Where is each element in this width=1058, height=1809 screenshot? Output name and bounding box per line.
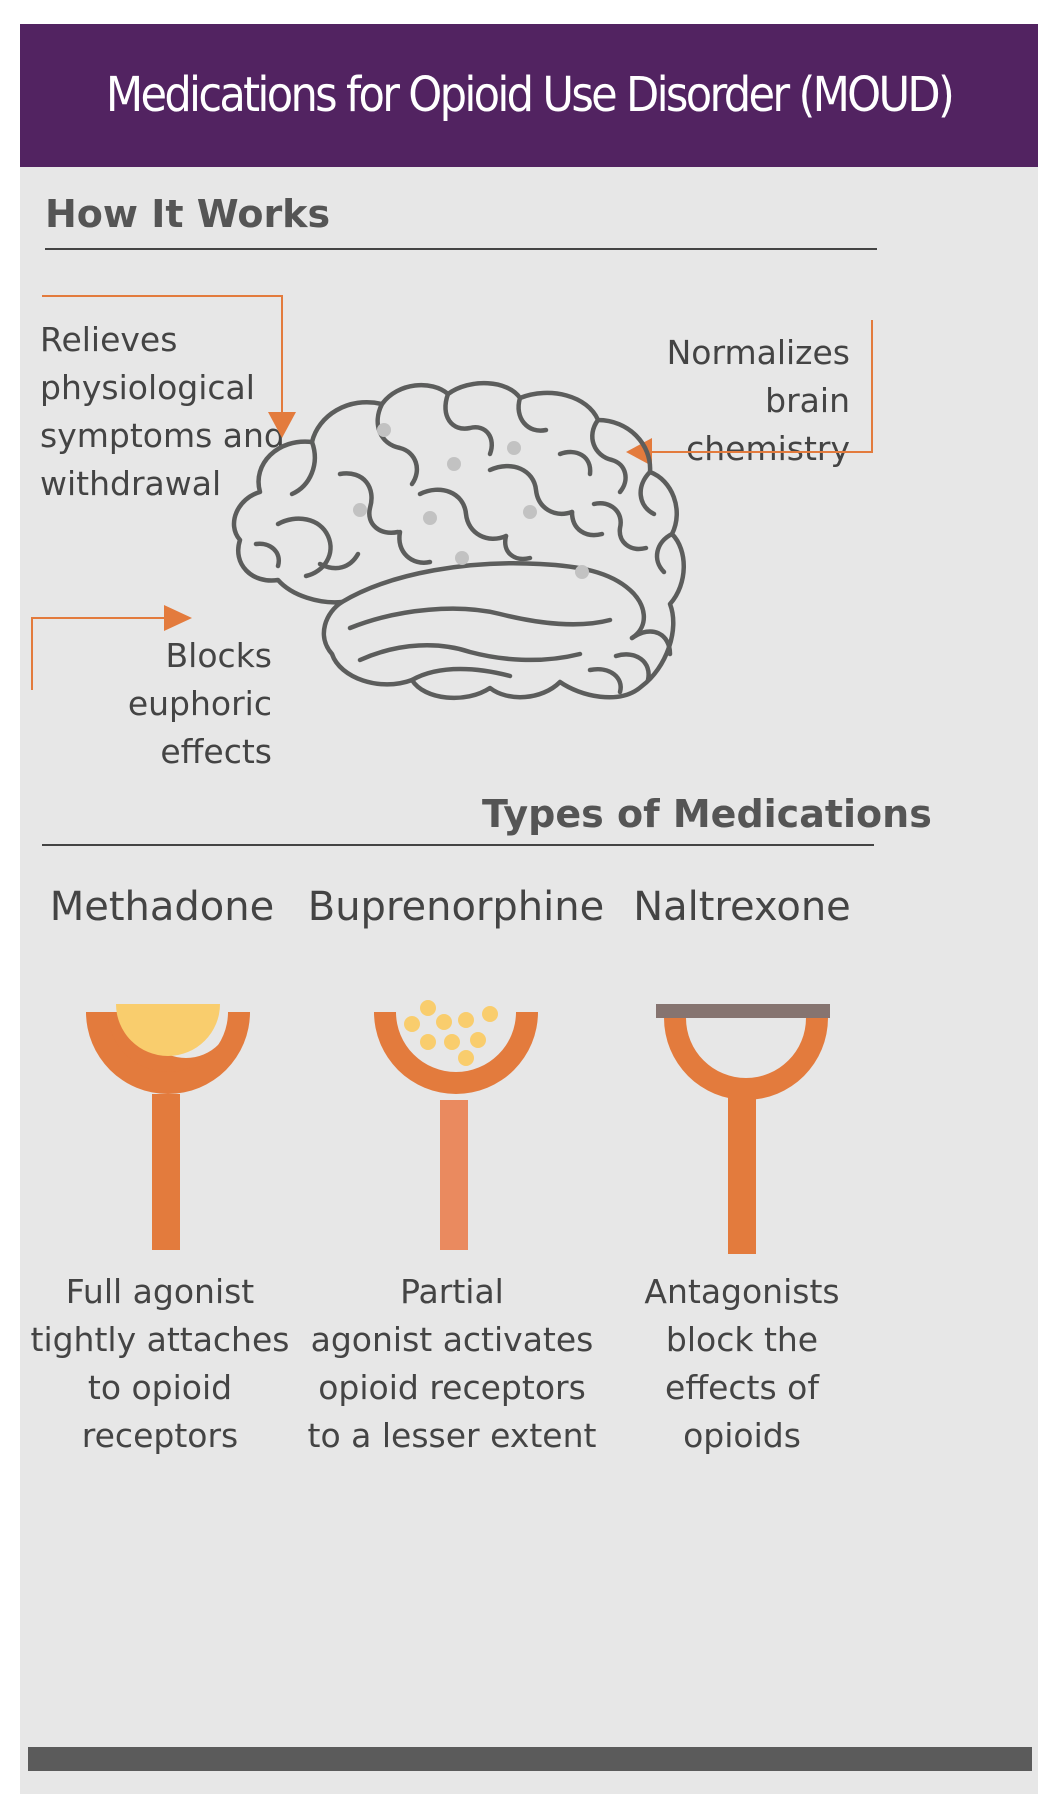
medication-name-methadone: Methadone: [49, 884, 275, 930]
how-it-works-rule: [45, 248, 877, 250]
how-it-works-diagram: [31, 295, 873, 701]
how-it-works-heading: How It Works: [45, 192, 331, 236]
full-agonist-receptor-icon: [86, 1004, 250, 1250]
effect-label-blocks: Blocks euphoric effects: [127, 636, 272, 771]
infographic-card: Medications for Opioid Use Disorder (MOU…: [20, 24, 1038, 1794]
page-title: Medications for Opioid Use Disorder (MOU…: [105, 67, 955, 123]
bottom-bar: [28, 1747, 1032, 1771]
effect-label-normalizes: Normalizes brain chemistry: [666, 333, 850, 468]
receptor-diagrams: [86, 1000, 830, 1254]
brain-receptor-dots: [353, 423, 589, 579]
types-of-medications-heading: Types of Medications: [482, 792, 932, 836]
medication-description-buprenorphine: Partial agonist activates opioid recepto…: [307, 1272, 597, 1455]
title-banner: Medications for Opioid Use Disorder (MOU…: [20, 24, 1038, 167]
arrow-relieves: [42, 295, 296, 438]
medication-description-naltrexone: Antagonists block the effects of opioids: [644, 1272, 840, 1455]
medication-name-naltrexone: Naltrexone: [633, 884, 851, 930]
effect-label-relieves: Relieves physiological symptoms and with…: [40, 320, 285, 503]
arrow-blocks: [31, 605, 192, 690]
types-of-medications-rule: [42, 844, 874, 846]
partial-agonist-receptor-icon: [374, 1000, 538, 1250]
brain-icon: [231, 381, 686, 701]
medication-description-methadone: Full agonist tightly attaches to opioid …: [30, 1272, 290, 1455]
antagonist-receptor-icon: [656, 1004, 830, 1254]
medication-name-buprenorphine: Buprenorphine: [307, 884, 605, 930]
